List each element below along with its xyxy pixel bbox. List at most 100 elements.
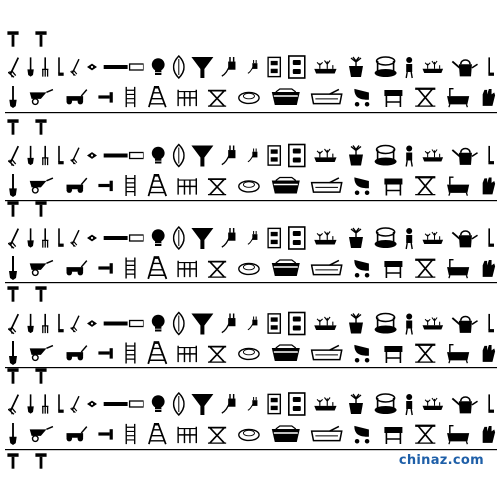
plant-pot-icon xyxy=(348,56,364,78)
saw-icon xyxy=(87,320,97,327)
step-ladder-icon xyxy=(147,341,168,365)
folding-stand-icon xyxy=(207,426,228,445)
baseline-rule xyxy=(5,112,497,114)
hoe-icon xyxy=(57,393,64,414)
hoe-icon xyxy=(487,227,494,248)
wall-outlet-icon xyxy=(287,311,306,336)
shovel-icon xyxy=(26,56,35,78)
stroller-icon xyxy=(354,425,370,444)
potted-stool-icon xyxy=(383,426,404,445)
glove-icon xyxy=(482,345,496,362)
bathtub-icon xyxy=(446,87,471,108)
folding-stand-icon xyxy=(207,89,228,108)
seedling-tray-icon xyxy=(421,230,445,246)
gate-icon xyxy=(177,425,198,444)
pitchfork-icon xyxy=(41,56,50,78)
rake-icon xyxy=(8,227,20,250)
hammer-icon xyxy=(35,453,47,469)
planter-box-icon xyxy=(270,425,301,443)
wall-outlet-icon xyxy=(287,226,306,250)
power-plug-icon xyxy=(220,144,237,166)
potted-stool-icon xyxy=(383,177,404,197)
wheelbarrow-icon xyxy=(28,259,54,277)
tiny-figure-icon xyxy=(405,144,414,168)
potted-stool-icon xyxy=(383,345,404,364)
ladder-icon xyxy=(125,341,136,365)
bathtub-icon xyxy=(446,258,471,280)
power-strip-icon xyxy=(267,144,282,167)
rake-icon xyxy=(8,144,20,167)
sink-icon xyxy=(237,262,261,276)
potted-stool-icon xyxy=(383,260,404,279)
light-bulb-icon xyxy=(151,394,166,413)
stroller-icon xyxy=(354,88,370,107)
sink-icon xyxy=(237,428,261,442)
saw-icon xyxy=(87,152,97,159)
power-plug-icon xyxy=(220,393,237,414)
seedling-tray-icon xyxy=(421,397,445,411)
garden-bed-icon xyxy=(310,88,343,105)
wall-outlet-icon xyxy=(287,55,306,79)
pipe-icon xyxy=(98,263,113,274)
leaf-icon xyxy=(172,143,185,168)
power-plug-icon xyxy=(246,315,259,331)
light-bulb-icon xyxy=(151,57,166,76)
hoe-icon xyxy=(57,227,64,248)
bathtub-icon xyxy=(446,343,471,365)
stroller-icon xyxy=(354,177,370,196)
light-bulb-icon xyxy=(151,314,166,333)
ladder-icon xyxy=(125,423,136,445)
pipe-icon xyxy=(98,180,113,192)
planter-box-icon xyxy=(270,259,301,277)
tiny-figure-icon xyxy=(405,312,414,336)
ladder-icon xyxy=(125,174,136,197)
hammer-icon xyxy=(7,119,19,135)
baseline-rule xyxy=(5,449,497,451)
hoe-icon xyxy=(487,144,494,166)
hoe-icon xyxy=(487,56,494,77)
folding-stand-icon xyxy=(207,345,228,364)
plant-pot-icon xyxy=(348,312,364,335)
pipe-icon xyxy=(98,348,113,359)
step-ladder-icon xyxy=(147,256,168,280)
stroller-icon xyxy=(354,344,370,363)
funnel-icon xyxy=(191,394,214,415)
glove-icon xyxy=(482,426,496,443)
lawn-mower-icon xyxy=(65,88,88,106)
glove-icon xyxy=(482,260,496,277)
trowel-icon xyxy=(104,401,144,407)
leaf-icon xyxy=(172,311,185,336)
planter-box-icon xyxy=(270,176,301,195)
baseline-rule xyxy=(5,367,497,369)
seedling-tray-icon xyxy=(313,59,338,75)
funnel-icon xyxy=(191,57,214,78)
top-hat-icon xyxy=(373,312,398,335)
hammer-icon xyxy=(7,453,19,469)
baseline-rules xyxy=(5,112,497,451)
pipe-icon xyxy=(98,92,113,103)
seedling-tray-icon xyxy=(313,396,338,412)
pitchfork-icon xyxy=(41,144,50,167)
garden-bed-icon xyxy=(310,176,343,194)
hoe-icon xyxy=(56,312,64,334)
rake-icon xyxy=(8,56,20,79)
potted-stool-icon xyxy=(383,89,404,108)
planter-box-icon xyxy=(270,344,301,362)
hoe-icon xyxy=(487,312,494,334)
seedling-tray-icon xyxy=(313,315,338,332)
gate-icon xyxy=(177,259,198,278)
lawn-mower-icon xyxy=(65,344,88,362)
seedling-tray-icon xyxy=(313,147,338,164)
hammer-icon xyxy=(7,31,19,47)
top-hat-icon xyxy=(373,144,398,167)
top-hat-icon xyxy=(373,56,398,78)
seedling-tray-icon xyxy=(421,316,445,331)
saw-icon xyxy=(87,63,97,71)
leaf-icon xyxy=(172,392,185,416)
lawn-mower-icon xyxy=(65,177,88,194)
picnic-table-icon xyxy=(414,87,437,108)
baseline-rule xyxy=(5,200,497,202)
leaf-icon xyxy=(172,226,185,250)
gate-icon xyxy=(177,344,198,363)
